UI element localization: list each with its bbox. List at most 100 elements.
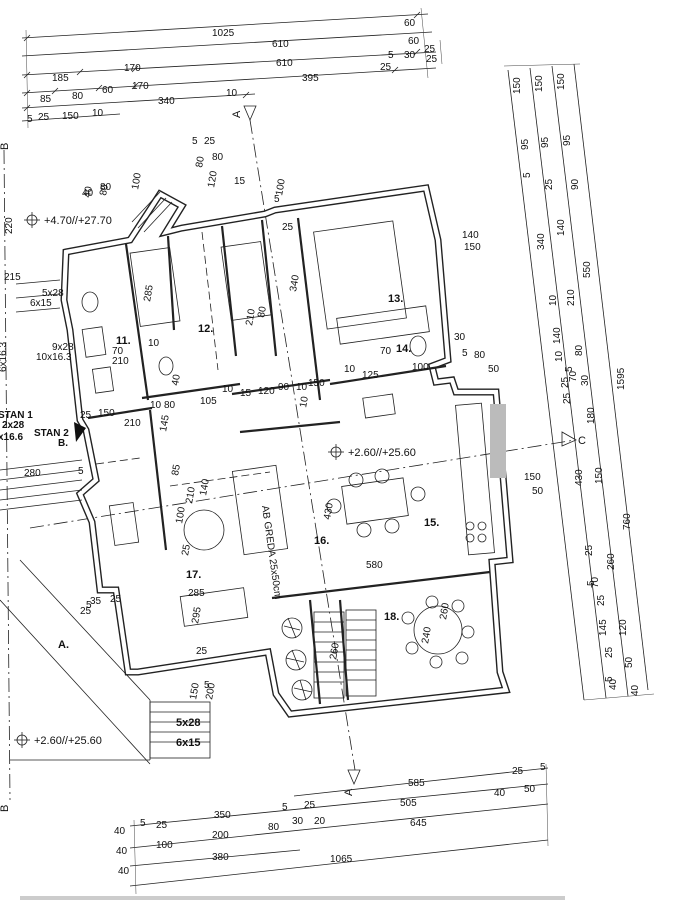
idim-20: 10	[148, 338, 160, 349]
dim-30a: 30	[404, 50, 416, 61]
dim-left-35: 35	[90, 596, 102, 607]
right-dim-labels: 150 150 150 95 95 95 5 25 90 340 140 550…	[512, 73, 641, 696]
idim-42: 10	[298, 395, 311, 408]
idim-58: 150	[188, 682, 202, 701]
dim-left-220a: 220	[4, 217, 15, 234]
room-a-label: A.	[58, 639, 69, 651]
dim-left-80: 80	[100, 182, 112, 193]
stair-label-tread: 6x15	[176, 737, 200, 749]
bottom-dim-labels: 585 25 5 350 5 25 505 40 50 40 5 25 200 …	[114, 762, 546, 877]
bed-room-12	[129, 247, 181, 327]
dim-left-25: 25	[80, 606, 92, 617]
rdim-25a: 25	[544, 178, 555, 190]
stan2-b: B.	[58, 438, 68, 449]
rdim-150d: 150	[594, 467, 605, 484]
dim-left-6x16: 6x16.3	[0, 342, 9, 372]
idim-3: 80	[194, 155, 207, 168]
idim-34: 5	[462, 348, 468, 359]
idim-41: 80	[164, 400, 176, 411]
room-13-label: 13.	[388, 293, 403, 305]
dashed-lines	[95, 231, 271, 487]
double-bed	[313, 220, 407, 330]
rdim-150b: 150	[534, 75, 545, 92]
level-top: +4.70//+27.70	[44, 215, 112, 227]
bdim-5b: 5	[282, 802, 288, 813]
idim-18: 70	[112, 346, 124, 357]
idim-59: 150	[524, 472, 541, 483]
idim-24: 105	[200, 396, 217, 407]
room-labels: 11. 12. 13. 14. 15. 16. 17. 18. A.	[58, 293, 439, 651]
dim-10a: 10	[226, 88, 238, 99]
dim-60a: 60	[404, 18, 416, 29]
idim-11: 25	[282, 222, 294, 233]
interior-walls	[87, 217, 491, 705]
rdim-30: 30	[580, 374, 591, 386]
idim-14: 80	[256, 305, 269, 318]
rdim-180: 180	[586, 407, 597, 424]
idim-50: 285	[188, 588, 205, 599]
rdim-25d: 25	[584, 544, 595, 556]
axis-b-top-label: B	[0, 143, 11, 150]
idim-37: 210	[124, 418, 141, 429]
dim-left-25b: 25	[110, 594, 122, 605]
rdim-5c: 5	[586, 580, 597, 586]
planter-decor	[281, 617, 313, 701]
round-table-17	[183, 509, 225, 551]
room-12-label: 12.	[198, 323, 213, 335]
exterior-walls	[60, 184, 514, 718]
idim-21: 40	[170, 373, 183, 386]
rdim-550: 550	[582, 261, 593, 278]
room-15-label: 15.	[424, 517, 439, 529]
idim-43: 210	[184, 486, 198, 505]
fireplace	[108, 502, 140, 546]
right-dimension-chains	[503, 63, 655, 701]
bdim-5a: 5	[540, 762, 546, 773]
stair-labels: 5x28 6x15	[176, 717, 200, 749]
idim-52: 260	[438, 602, 452, 621]
kitchen-counter	[455, 402, 495, 556]
idim-44: 140	[198, 478, 212, 497]
toilet-small	[158, 356, 174, 376]
idim-28: 10	[296, 382, 308, 393]
bdim-30: 30	[292, 816, 304, 827]
axis-a-top-label: A	[231, 110, 243, 118]
bdim-505: 505	[400, 798, 417, 809]
idim-6: 5	[192, 136, 198, 147]
rdim-5b: 5	[564, 366, 575, 372]
bdim-200: 200	[212, 830, 229, 841]
stair-center-b	[345, 609, 377, 697]
rdim-340: 340	[536, 233, 547, 250]
dim-left-5x28: 5x28	[42, 288, 64, 299]
rdim-140b: 140	[552, 327, 563, 344]
axis-b-bottom-label: B	[0, 805, 11, 812]
sink-11	[81, 326, 107, 358]
rdim-150c: 150	[556, 73, 567, 90]
dim-610a: 610	[272, 39, 289, 50]
idim-1: 40	[82, 185, 95, 198]
idim-56: 5	[204, 680, 210, 691]
idim-29: 150	[308, 378, 325, 389]
rdim-70b: 70	[590, 576, 601, 588]
rdim-25f: 25	[604, 646, 615, 658]
stair-label-rise: 5x28	[176, 717, 200, 729]
stair-bottom-steps	[149, 701, 211, 759]
tub-14	[362, 393, 396, 419]
dim-610b: 610	[276, 58, 293, 69]
round-table-18	[413, 605, 463, 655]
gray-panel	[490, 404, 506, 478]
rdim-95b: 95	[540, 136, 551, 148]
idim-35: 80	[474, 350, 486, 361]
idim-36: 50	[488, 364, 500, 375]
idim-0: 100	[130, 172, 144, 191]
idim-12: 285	[142, 284, 156, 303]
idim-16: 140	[462, 230, 479, 241]
rdim-95a: 95	[520, 138, 531, 150]
level-bottom: +2.60//+25.60	[34, 735, 102, 747]
rdim-1595: 1595	[616, 367, 627, 390]
idim-27: 90	[278, 382, 290, 393]
bdim-645: 645	[410, 818, 427, 829]
dim-25d: 25	[38, 112, 50, 123]
rdim-5a: 5	[522, 172, 533, 178]
rdim-25b: 25	[560, 376, 571, 388]
bottom-dimension-chains	[20, 763, 565, 900]
